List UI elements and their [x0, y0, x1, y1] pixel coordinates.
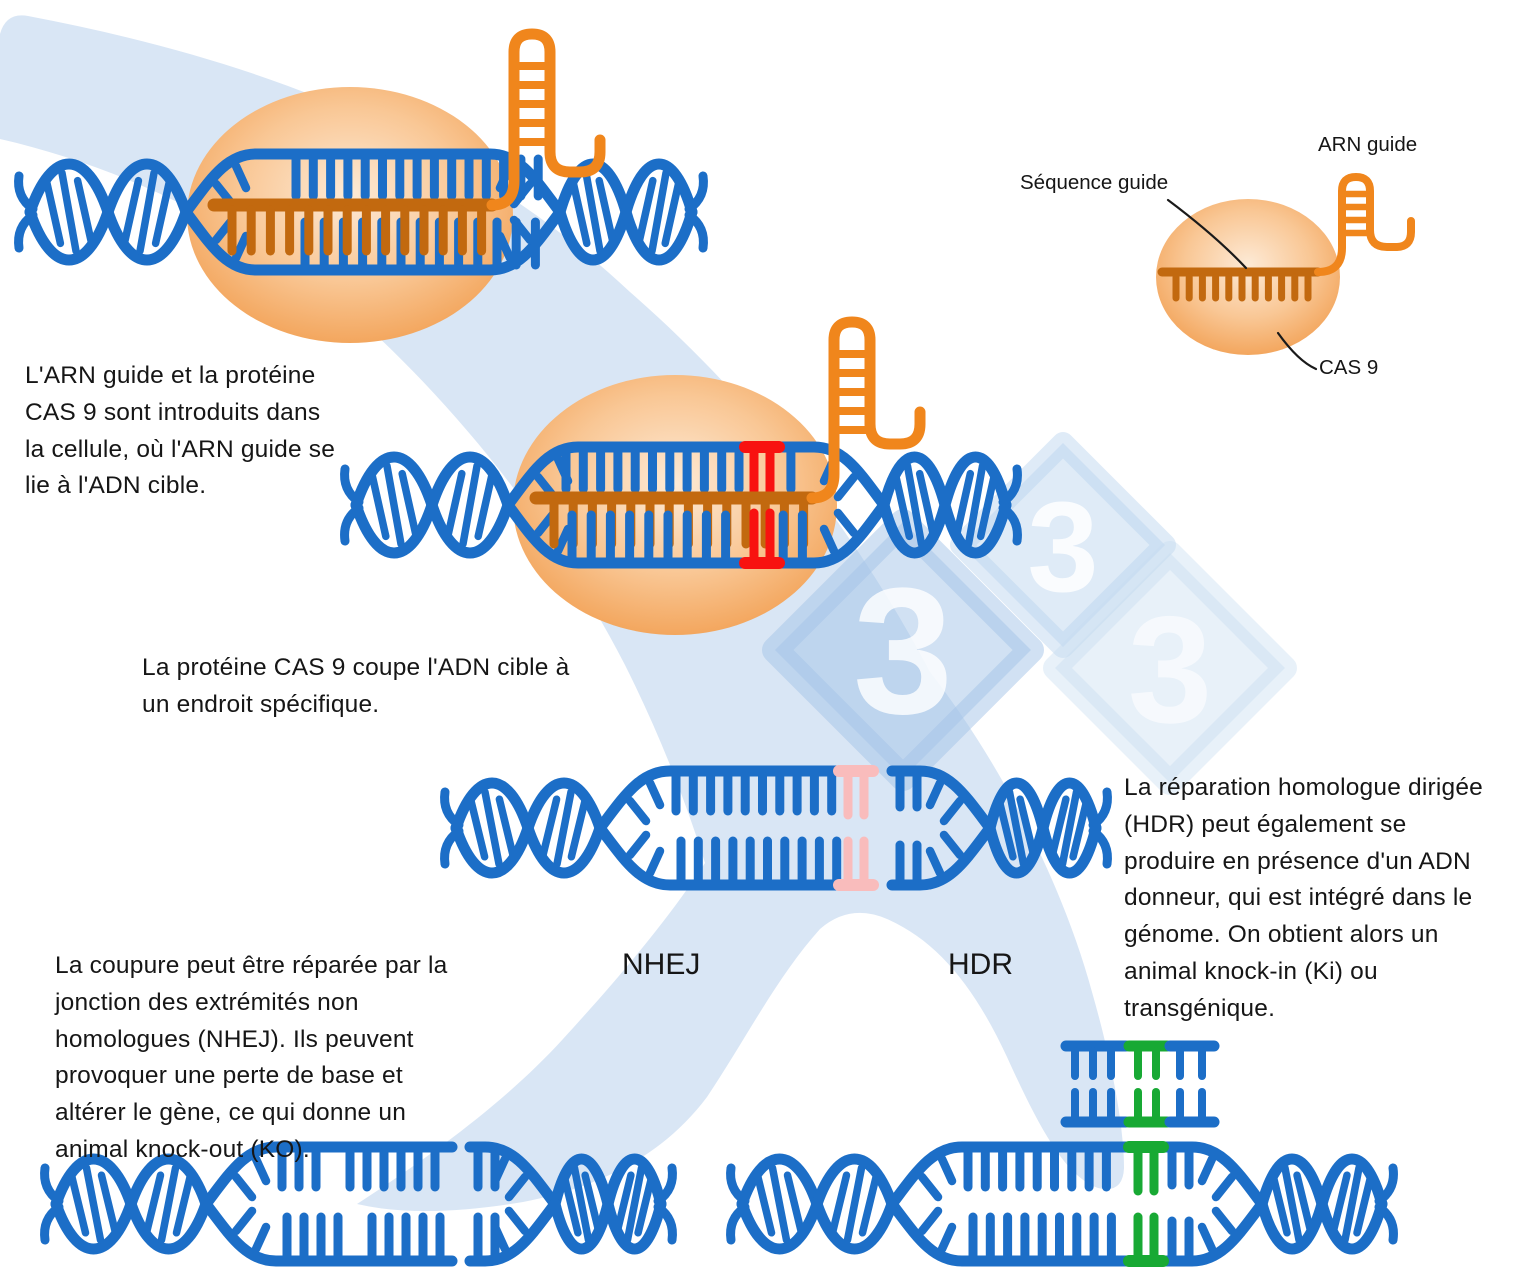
dna-nhej-result-illustration — [40, 1141, 677, 1267]
dna-cut-illustration — [440, 765, 1112, 891]
watermark-diamond — [1043, 541, 1297, 795]
caption-step2-cut: La protéine CAS 9 coupe l'ADN cible à un… — [142, 654, 570, 718]
watermark-diamonds: 3 3 3 — [762, 432, 1297, 795]
dna-cas9-binding-illustration — [14, 28, 708, 343]
pathway-label-nhej: NHEJ — [622, 948, 701, 981]
cas9-guide-legend-illustration — [1156, 173, 1415, 371]
watermark-3: 3 — [1128, 585, 1213, 755]
watermark-3: 3 — [853, 551, 953, 752]
label-arn-guide: ARN guide — [1318, 133, 1418, 156]
label-sequence-guide: Séquence guide — [1020, 171, 1169, 194]
cas9-protein-blob — [1156, 199, 1340, 355]
dna-cas9-cutting-illustration — [340, 316, 1022, 635]
label-cas9: CAS 9 — [1319, 356, 1379, 379]
flow-ribbon — [0, 15, 1124, 1212]
caption-nhej-repair: La coupure peut être réparée par la jonc… — [55, 952, 448, 1163]
caption-hdr-repair: La réparation homologue dirigée (HDR) pe… — [1124, 774, 1483, 1022]
caption-step1-introduction: L'ARN guide et la protéine CAS 9 sont in… — [25, 362, 336, 500]
donor-dna-fragment — [1060, 1040, 1220, 1128]
pathway-label-hdr: HDR — [948, 948, 1013, 981]
watermark-3: 3 — [1027, 476, 1098, 619]
cas9-protein-blob — [513, 375, 837, 635]
dna-hdr-result-illustration — [726, 1141, 1398, 1267]
